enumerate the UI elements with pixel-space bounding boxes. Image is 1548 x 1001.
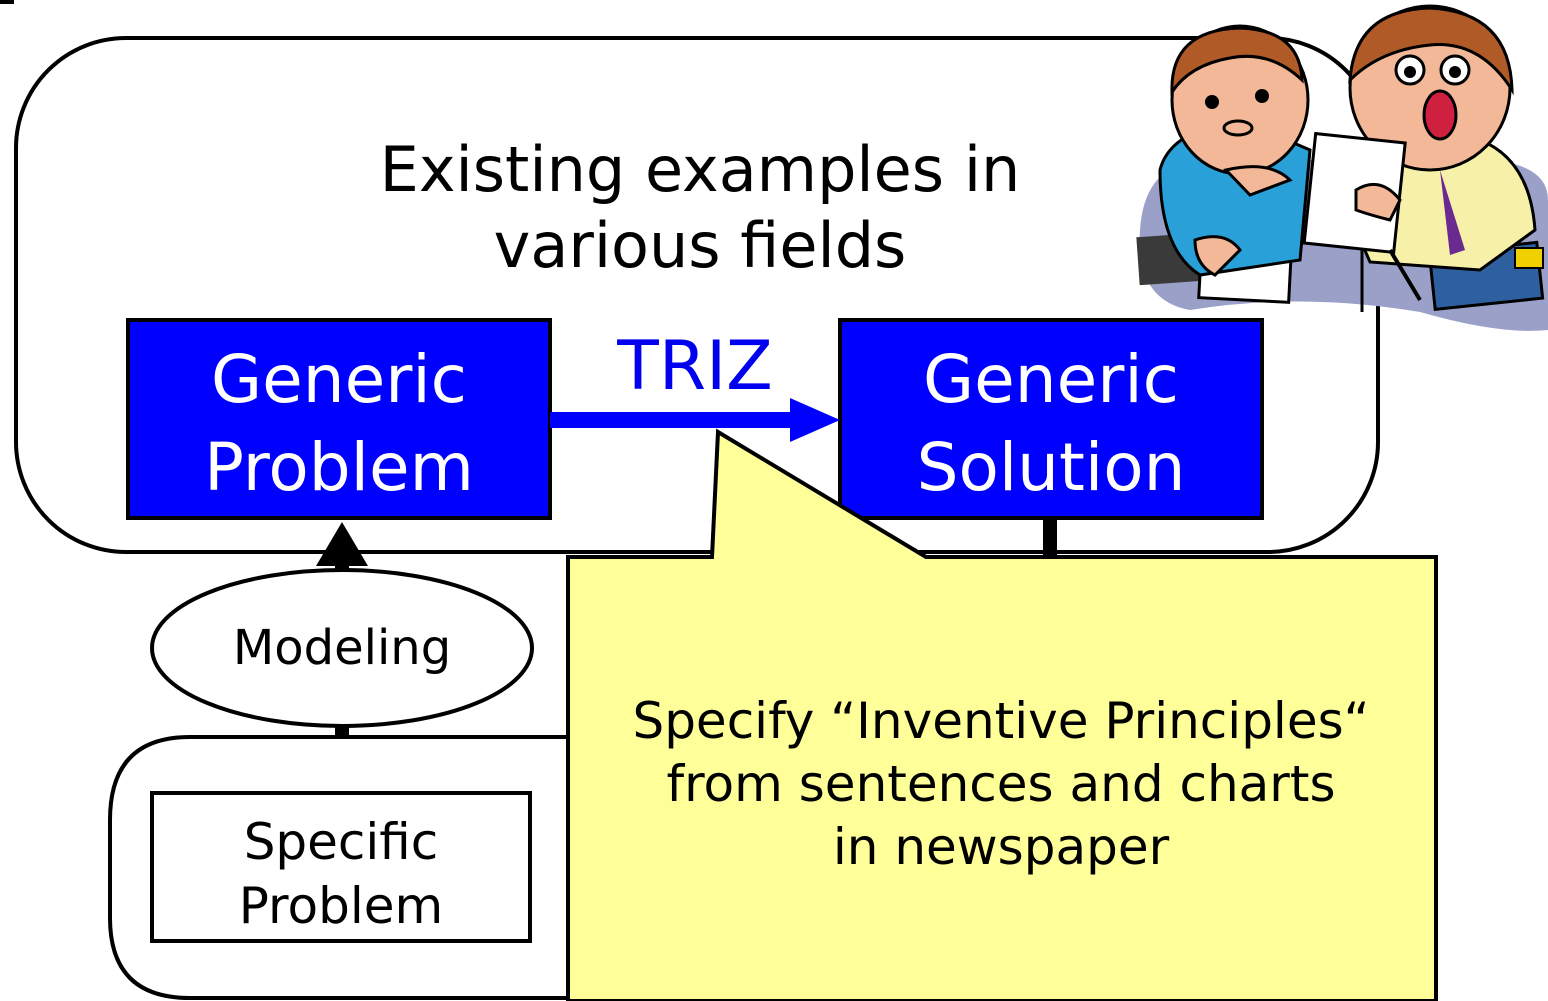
- generic-problem-label: Generic Problem: [204, 341, 474, 506]
- modeling-ellipse: [150, 568, 534, 728]
- modeling-label: Modeling: [232, 620, 452, 676]
- generic-solution-box: [838, 318, 1264, 520]
- examples-cluster-label: Existing examples in various fields: [379, 133, 1021, 282]
- callout-text: Specify “Inventive Principles“ from sent…: [632, 692, 1370, 876]
- triz-label: TRIZ: [617, 327, 773, 406]
- generic-problem-box: [126, 318, 552, 520]
- generic-solution-label: Generic Solution: [916, 341, 1186, 506]
- callout-bubble: [566, 428, 1438, 1001]
- top-left-fragment: [0, 0, 14, 4]
- specific-problem-box: [150, 791, 532, 943]
- triz-arrow-head: [790, 398, 840, 442]
- specific-problem-label: Specific Problem: [238, 813, 444, 935]
- up-arrow-head: [316, 522, 368, 566]
- two-people-illustration: [1136, 4, 1548, 331]
